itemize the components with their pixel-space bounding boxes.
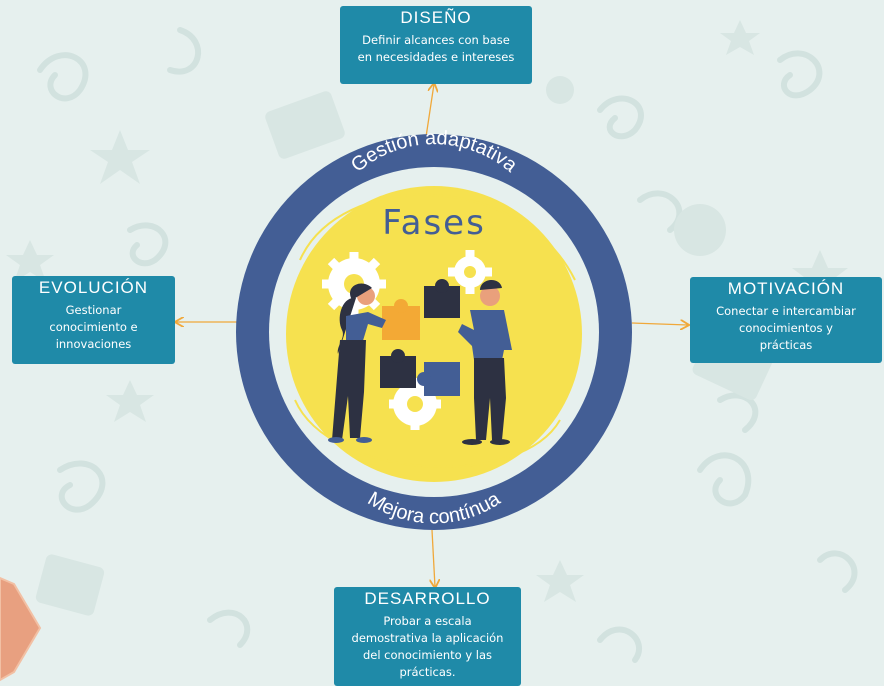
phase-desc-desarrollo-4: prácticas. (399, 665, 456, 679)
man-figure-icon (458, 279, 512, 445)
phase-title-diseno: DISEÑO (400, 8, 472, 27)
connector-motivacion (631, 323, 688, 325)
puzzle-illustration-icon (322, 250, 512, 445)
phase-title-desarrollo: DESARROLLO (364, 589, 491, 608)
phase-desc-motivacion-2: conocimientos y (739, 321, 833, 335)
phase-desc-desarrollo-3: del conocimiento y las (362, 648, 493, 662)
accent-shape (0, 576, 42, 682)
phase-desc-desarrollo-2: demostrativa la aplicación (351, 631, 504, 645)
phase-title-evolucion: EVOLUCIÓN (38, 278, 149, 297)
center-title: Fases (382, 203, 486, 243)
phase-box-diseno: DISEÑO Definir alcances con base en nece… (340, 6, 532, 84)
phase-desc-motivacion-1: Conectar e intercambiar (716, 304, 856, 318)
gear-icon (322, 250, 492, 430)
woman-figure-icon (328, 283, 386, 443)
phase-title-motivacion: MOTIVACIÓN (727, 279, 845, 298)
phase-box-evolucion: EVOLUCIÓN Gestionar conocimiento e innov… (12, 276, 175, 364)
phase-desc-evolucion-3: innovaciones (55, 337, 132, 351)
phase-desc-diseno-2: en necesidades e intereses (357, 50, 515, 64)
phase-box-desarrollo: DESARROLLO Probar a escala demostrativa … (334, 587, 521, 686)
connector-diseno (425, 84, 434, 138)
phase-desc-evolucion-1: Gestionar (65, 303, 122, 317)
connector-desarrollo (432, 529, 435, 587)
phase-desc-evolucion-2: conocimiento e (49, 320, 138, 334)
phase-box-motivacion: MOTIVACIÓN Conectar e intercambiar conoc… (690, 277, 882, 363)
phase-desc-motivacion-3: prácticas (759, 338, 813, 352)
phase-desc-desarrollo-1: Probar a escala (383, 614, 472, 628)
phase-desc-diseno-1: Definir alcances con base (362, 33, 510, 47)
